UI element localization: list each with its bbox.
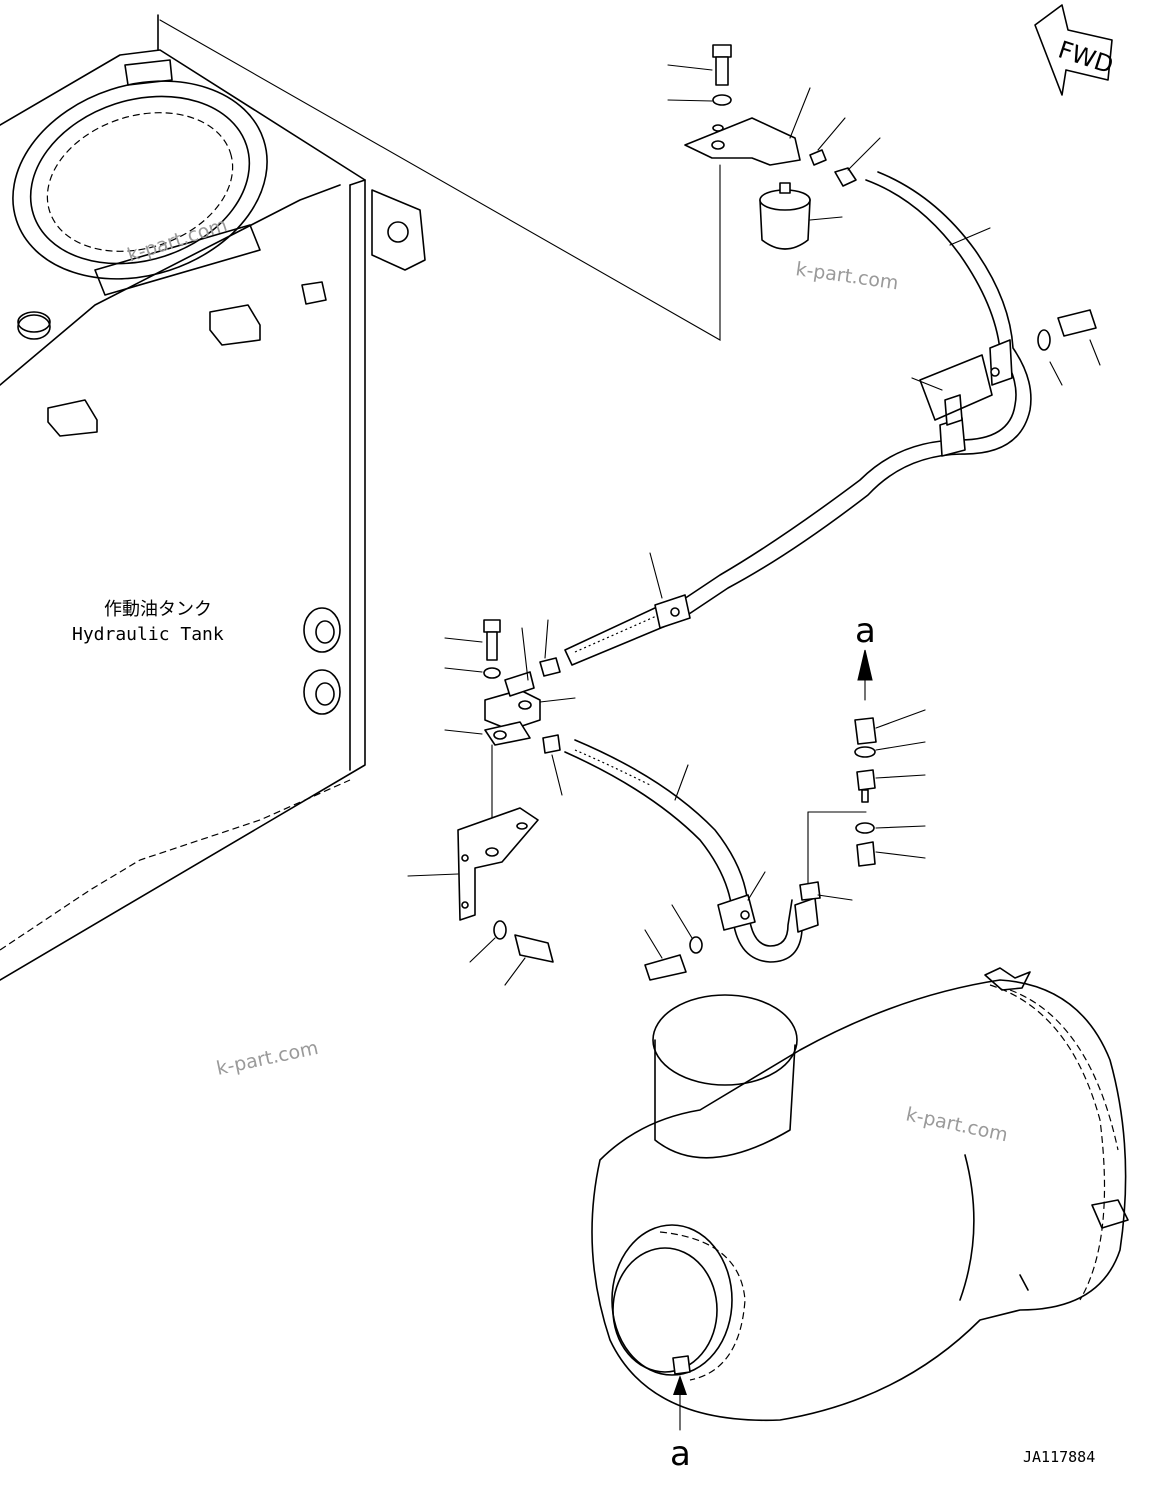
tank-label-jp: 作動油タンク — [104, 599, 212, 620]
tank-label-en: Hydraulic Tank — [72, 624, 224, 645]
fwd-arrow-icon: FWD — [1034, 4, 1117, 96]
svg-text:FWD: FWD — [1055, 35, 1117, 79]
connection-marker-top: a — [855, 611, 876, 651]
drawing-code: JA117884 — [1023, 1448, 1095, 1466]
air-cleaner — [591, 967, 1129, 1422]
nipple-fitting — [834, 137, 881, 187]
top-bracket — [684, 87, 811, 166]
connection-marker-bottom: a — [670, 1434, 691, 1474]
watermark: k-part.com — [214, 1037, 320, 1080]
watermark: k-part.com — [125, 214, 230, 267]
watermark: k-part.com — [794, 258, 900, 294]
fitting-stack — [799, 649, 926, 901]
middle-connector-group — [444, 619, 576, 841]
middle-tube — [564, 552, 691, 666]
upper-hose — [674, 171, 1101, 621]
hydraulic-tank — [0, 14, 426, 981]
sensor-switch — [759, 182, 843, 250]
top-bolt — [667, 44, 732, 86]
lower-hose — [564, 739, 819, 981]
lower-bracket — [407, 807, 554, 986]
reference-line — [159, 19, 721, 341]
arrow-to-a-bottom — [673, 1375, 687, 1431]
top-washer — [667, 94, 732, 106]
watermark: k-part.com — [904, 1103, 1010, 1146]
small-clip — [809, 117, 846, 166]
